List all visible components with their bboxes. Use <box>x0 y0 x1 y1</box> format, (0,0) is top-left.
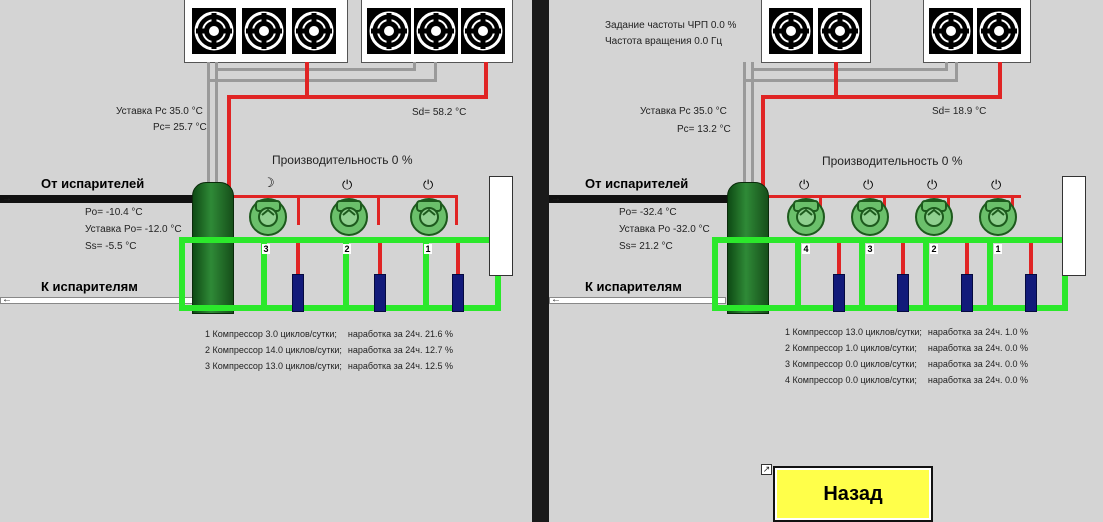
fan-icon <box>192 8 236 54</box>
table-row: 4 Компрессор 0.0 циклов/сутки;наработка … <box>785 375 1028 385</box>
rotation-speed: Частота вращения 0.0 Гц <box>605 36 723 47</box>
suction-line <box>549 195 739 203</box>
setpoint-po: Уставка Po -32.0 °C <box>619 224 710 235</box>
from-evaporators-label: От испарителей <box>41 176 145 191</box>
shortcut-icon: ↗ <box>761 464 772 475</box>
fan-icon <box>242 8 286 54</box>
pc-value: Pc= 13.2 °C <box>677 124 731 135</box>
compressor-3[interactable] <box>848 193 892 242</box>
power-icon: ⏻ <box>423 177 434 192</box>
discharge-pipe <box>227 95 231 197</box>
po-value: Po= -32.4 °C <box>619 207 677 218</box>
fan-icon <box>818 8 862 54</box>
fan-icon <box>977 8 1021 54</box>
condenser-unit-1 <box>761 0 871 63</box>
condenser-unit-1 <box>184 0 348 63</box>
right-station-panel: → ← ⏻ ⏻ ⏻ ⏻ 4 3 2 1 Задание частоты ЧРП … <box>549 0 1103 522</box>
liquid-line <box>0 297 202 304</box>
power-icon: ⏻ <box>342 177 353 192</box>
fan-icon <box>292 8 336 54</box>
oil-separator <box>1062 176 1086 276</box>
compressor-2[interactable] <box>912 193 956 242</box>
arrow-icon: → <box>2 193 12 204</box>
gas-pipe <box>215 62 218 182</box>
compressor-number: 2 <box>343 244 351 254</box>
oil-level-1 <box>1025 274 1037 312</box>
fan-icon <box>367 8 411 54</box>
oil-level-1 <box>452 274 464 312</box>
liquid-receiver <box>192 182 234 314</box>
condenser-unit-2 <box>361 0 513 63</box>
performance-label: Производительность 0 % <box>272 153 413 167</box>
sd-value: Sd= 58.2 °C <box>412 107 467 118</box>
table-row: 2 Компрессор 14.0 циклов/сутки;наработка… <box>205 345 453 355</box>
fan-icon <box>769 8 813 54</box>
table-row: 3 Компрессор 0.0 циклов/сутки;наработка … <box>785 359 1028 369</box>
compressor-stats-table: 1 Компрессор 3.0 циклов/сутки;наработка … <box>205 326 459 374</box>
compressor-3[interactable] <box>246 193 290 242</box>
performance-label: Производительность 0 % <box>822 154 963 168</box>
power-icon: ⏻ <box>799 177 810 192</box>
compressor-number: 4 <box>802 244 810 254</box>
compressor-4[interactable] <box>784 193 828 242</box>
arrow-icon: → <box>551 193 561 204</box>
to-evaporators-label: К испарителям <box>585 279 682 294</box>
pc-value: Pc= 25.7 °C <box>153 122 207 133</box>
power-icon: ⏻ <box>927 177 938 192</box>
liquid-receiver <box>727 182 769 314</box>
compressor-number: 3 <box>866 244 874 254</box>
compressor-rack-frame <box>712 237 1068 311</box>
oil-level-3 <box>292 274 304 312</box>
table-row: 3 Компрессор 13.0 циклов/сутки;наработка… <box>205 361 453 371</box>
left-station-panel: → ← ☽ ⏻ ⏻ 3 2 1 Уставка Pc 35.0 °C Pc= 2… <box>0 0 532 522</box>
moon-icon: ☽ <box>263 175 275 190</box>
gas-pipe <box>743 62 746 182</box>
from-evaporators-label: От испарителей <box>585 176 689 191</box>
compressor-1[interactable] <box>976 193 1020 242</box>
vfd-setpoint: Задание частоты ЧРП 0.0 % <box>605 20 737 31</box>
gas-pipe <box>207 79 437 82</box>
compressor-number: 1 <box>994 244 1002 254</box>
oil-level-3 <box>897 274 909 312</box>
back-button[interactable]: Назад <box>773 466 933 522</box>
fan-icon <box>929 8 973 54</box>
oil-level-2 <box>961 274 973 312</box>
arrow-icon: ← <box>2 294 12 305</box>
table-row: 1 Компрессор 13.0 циклов/сутки;наработка… <box>785 327 1028 337</box>
ss-value: Ss= -5.5 °C <box>85 241 137 252</box>
discharge-pipe <box>227 95 487 99</box>
compressor-stats-table: 1 Компрессор 13.0 циклов/сутки;наработка… <box>785 324 1034 388</box>
oil-separator <box>489 176 513 276</box>
compressor-1[interactable] <box>407 193 451 242</box>
arrow-icon: ← <box>551 294 561 305</box>
oil-level-4 <box>833 274 845 312</box>
table-row: 2 Компрессор 1.0 циклов/сутки;наработка … <box>785 343 1028 353</box>
ss-value: Ss= 21.2 °C <box>619 241 673 252</box>
setpoint-pc: Уставка Pc 35.0 °C <box>116 106 203 117</box>
setpoint-pc: Уставка Pc 35.0 °C <box>640 106 727 117</box>
gas-pipe <box>207 62 210 182</box>
discharge-pipe <box>761 95 1001 99</box>
fan-icon <box>414 8 458 54</box>
setpoint-po: Уставка Po= -12.0 °C <box>85 224 182 235</box>
power-icon: ⏻ <box>863 177 874 192</box>
condenser-unit-2 <box>923 0 1031 63</box>
suction-line <box>0 195 200 203</box>
compressor-number: 2 <box>930 244 938 254</box>
compressor-number: 1 <box>424 244 432 254</box>
compressor-2[interactable] <box>327 193 371 242</box>
oil-level-2 <box>374 274 386 312</box>
gas-pipe <box>215 68 415 71</box>
po-value: Po= -10.4 °C <box>85 207 143 218</box>
sd-value: Sd= 18.9 °C <box>932 106 987 117</box>
compressor-number: 3 <box>262 244 270 254</box>
fan-icon <box>461 8 505 54</box>
power-icon: ⏻ <box>991 177 1002 192</box>
table-row: 1 Компрессор 3.0 циклов/сутки;наработка … <box>205 329 453 339</box>
to-evaporators-label: К испарителям <box>41 279 138 294</box>
liquid-line <box>549 297 726 304</box>
